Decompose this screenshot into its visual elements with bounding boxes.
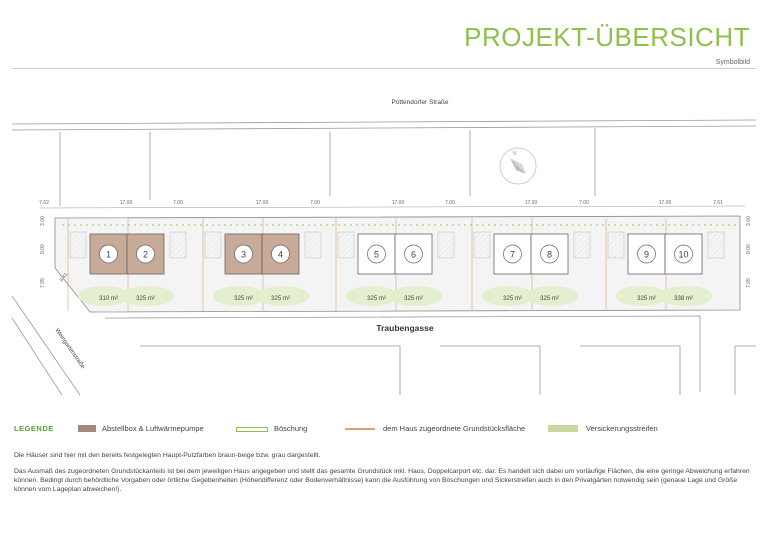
house[interactable]: 5 325 m² — [357, 233, 396, 302]
site-plan: Pottendorfer Straße Traubengasse Weingar… — [11, 99, 757, 396]
dimension-label: 7.00 — [173, 200, 183, 206]
legend-swatch — [345, 428, 375, 430]
legend-label: Versickerungsstreifen — [586, 424, 658, 433]
dimension-label: 17.00 — [659, 200, 672, 206]
street-label-top: Pottendorfer Straße — [391, 99, 448, 106]
dimension-label: 7.61 — [713, 200, 723, 206]
dimension-label: 7.62 — [39, 200, 49, 206]
house[interactable]: 4 325 m² — [261, 233, 300, 302]
dimension-label: 7.00 — [445, 200, 455, 206]
house[interactable]: 7 325 m² — [493, 233, 532, 302]
page-subtitle: Symbolbild — [715, 59, 750, 66]
house-plot-area: 338 m² — [674, 296, 693, 302]
house-pair: 5 325 m² 6 325 m² — [335, 218, 455, 311]
house[interactable]: 9 325 m² — [627, 233, 666, 302]
house-plot-area: 325 m² — [234, 296, 253, 302]
house-plot-area: 325 m² — [503, 296, 522, 302]
legend-label: dem Haus zugeordnete Grundstücksfläche — [383, 424, 526, 433]
house-pair: 7 325 m² 8 325 m² — [471, 218, 591, 311]
house-plot-area: 325 m² — [404, 296, 423, 302]
dimension-annotations: 7.62 17.00 7.00 17.00 7.00 17.00 7.00 17.00 7.00… — [39, 200, 752, 288]
legend-swatch — [548, 425, 578, 432]
house-plot-area: 325 m² — [367, 296, 386, 302]
house-number: 2 — [143, 250, 148, 260]
house-plot-area: 325 m² — [540, 296, 559, 302]
dimension-label: 9.00 — [746, 244, 752, 254]
house-number: 8 — [547, 250, 552, 260]
dimension-label: 17.00 — [392, 200, 405, 206]
dimension-label: 17.00 — [120, 200, 133, 206]
note-plot-areas: Das Ausmaß des zugeordneten Grundstückan… — [14, 468, 750, 493]
dimension-label: 9.00 — [40, 244, 46, 254]
legend-swatch — [236, 427, 268, 432]
house-plot-area: 310 m² — [99, 296, 118, 302]
street-label-bottom: Traubengasse — [376, 323, 433, 333]
dimension-label: 7.95 — [40, 278, 46, 288]
house-number: 9 — [644, 250, 649, 260]
dimension-label: 17.00 — [256, 200, 269, 206]
house[interactable]: 2 325 m² — [126, 233, 165, 302]
dimension-label: 7.95 — [746, 278, 752, 288]
house-number: 7 — [510, 250, 515, 260]
page-title: PROJEKT-ÜBERSICHT — [464, 22, 750, 52]
legend-swatch — [78, 425, 96, 432]
house-number: 3 — [241, 250, 246, 260]
house-number: 6 — [411, 250, 416, 260]
house-number: 10 — [678, 250, 688, 260]
header-divider — [12, 68, 756, 69]
house-pair: 1 310 m² 2 325 m² — [67, 218, 187, 311]
street-label-left: Weingartenstraße — [53, 328, 86, 371]
house-plot-area: 325 m² — [136, 296, 155, 302]
house-layer: 1 310 m² 2 325 m² 3 325 m² 4 325 m² 5 325 m² 6 325 … — [67, 218, 725, 311]
house-pair: 9 325 m² 10 338 m² — [605, 218, 725, 311]
house-pair: 3 325 m² 4 325 m² — [202, 218, 322, 311]
house[interactable]: 10 338 m² — [664, 233, 703, 302]
note-house-colors: Die Häuser sind hier mit den bereits fes… — [14, 452, 321, 459]
legend-title: LEGENDE — [14, 424, 54, 433]
house-number: 5 — [374, 250, 379, 260]
house-plot-area: 325 m² — [271, 296, 290, 302]
dimension-label: 3.00 — [40, 216, 46, 226]
legend-label: Abstellbox & Luftwärmepumpe — [102, 424, 204, 433]
house-number: 1 — [106, 250, 111, 260]
legend-label: Böschung — [274, 424, 308, 433]
road-network — [11, 119, 757, 396]
house[interactable]: 3 325 m² — [224, 233, 263, 302]
dimension-label: 8.41 — [59, 272, 70, 284]
dimension-label: 7.00 — [310, 200, 320, 206]
svg-text:N: N — [513, 151, 517, 157]
dimension-label: 3.00 — [746, 216, 752, 226]
dimension-label: 7.00 — [579, 200, 589, 206]
house-plot-area: 325 m² — [637, 296, 656, 302]
house-number: 4 — [278, 250, 283, 260]
compass-icon: N — [499, 147, 537, 185]
dimension-label: 17.00 — [525, 200, 538, 206]
house[interactable]: 6 325 m² — [394, 233, 433, 302]
house[interactable]: 8 325 m² — [530, 233, 569, 302]
